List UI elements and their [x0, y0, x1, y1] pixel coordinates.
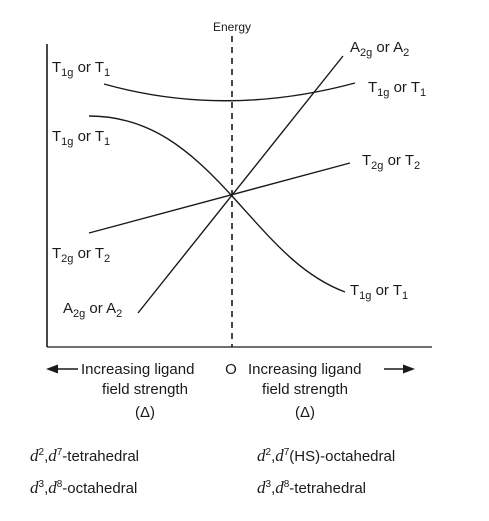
- footer-left-2: d3,d8-octahedral: [30, 478, 138, 497]
- right-axis-delta: (Δ): [295, 404, 315, 421]
- footer-left-1: d2,d7-tetrahedral: [30, 446, 140, 465]
- curve-t2g: [88, 162, 351, 234]
- right-axis-line2: field strength: [262, 381, 348, 398]
- label-right-mid: T2g or T2: [362, 152, 420, 172]
- left-axis-line2: field strength: [102, 381, 188, 398]
- label-left-top: T1g or T1: [52, 59, 110, 79]
- curve-t1g-descending: [88, 115, 346, 293]
- label-right-low: T1g or T1: [350, 282, 408, 302]
- label-right-top: A2g or A2: [350, 39, 409, 59]
- energy-label: Energy: [213, 20, 251, 34]
- curve-t1g-top: [103, 82, 356, 102]
- origin-label: O: [225, 361, 237, 378]
- label-left-low: A2g or A2: [63, 300, 122, 320]
- curve-a2g: [137, 55, 344, 314]
- label-left-mid: T2g or T2: [52, 245, 110, 265]
- right-arrow-head: [403, 364, 415, 374]
- right-axis-line1: Increasing ligand: [248, 361, 361, 378]
- left-arrow-head: [46, 364, 58, 374]
- label-right-upper: T1g or T1: [368, 79, 426, 99]
- label-left-upper: T1g or T1: [52, 128, 110, 148]
- left-axis-line1: Increasing ligand: [81, 361, 194, 378]
- footer-right-1: d2,d7(HS)-octahedral: [257, 446, 396, 465]
- footer-right-2: d3,d8-tetrahedral: [257, 478, 367, 497]
- left-axis-delta: (Δ): [135, 404, 155, 421]
